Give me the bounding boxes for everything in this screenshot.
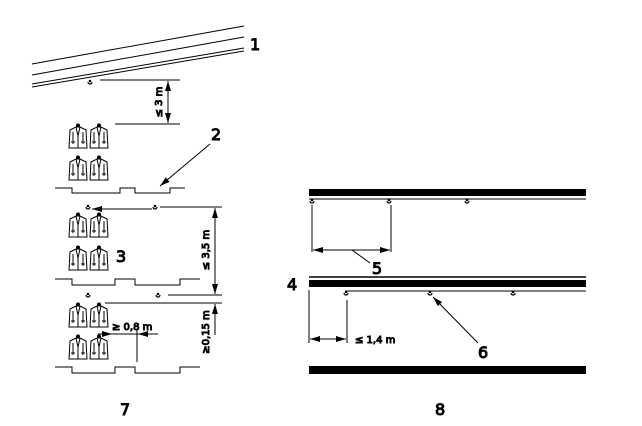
dim-min-0-8m: ≥ 0,8 m bbox=[112, 322, 152, 333]
garment-rack-tier-2 bbox=[55, 213, 200, 286]
beam-middle bbox=[309, 280, 586, 287]
label-8: 8 bbox=[435, 400, 445, 419]
label-6: 6 bbox=[478, 343, 488, 362]
label-5: 5 bbox=[372, 259, 382, 278]
label-1: 1 bbox=[250, 35, 260, 54]
dim-min-0-15m: ≥0,15 m bbox=[201, 310, 212, 354]
dim-max-3-5m: ≤ 3,5 m bbox=[201, 230, 212, 270]
sprinkler-icon bbox=[87, 79, 93, 85]
garment-rack-tier-3 bbox=[55, 303, 200, 374]
garment-rack-tier-1 bbox=[55, 124, 185, 194]
label-3: 3 bbox=[116, 247, 126, 266]
dim-max-1-4m: ≤ 1,4 m bbox=[355, 335, 395, 346]
beam-bottom bbox=[309, 366, 586, 374]
label-7: 7 bbox=[120, 400, 130, 419]
label-2: 2 bbox=[211, 125, 221, 144]
roof-lines bbox=[31, 25, 245, 88]
beam-top bbox=[309, 189, 586, 196]
dim-max-3m: ≤ 3 m bbox=[154, 87, 165, 118]
label-4: 4 bbox=[287, 275, 297, 294]
